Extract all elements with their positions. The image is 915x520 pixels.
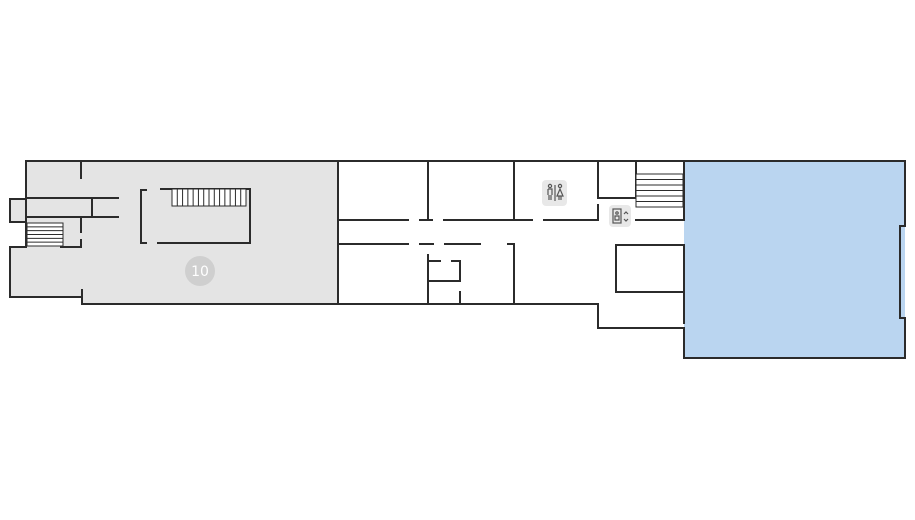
building-outline	[9, 160, 906, 359]
room-number-label: 10	[191, 264, 209, 280]
west-stairs-small	[26, 222, 64, 247]
west-stairs-horizontal	[171, 188, 247, 207]
east-hall-notch	[899, 225, 906, 319]
restroom-icon[interactable]	[542, 180, 567, 206]
east-stairs	[635, 173, 684, 208]
middle-section-walls	[337, 160, 685, 305]
west-wing-area[interactable]	[10, 161, 338, 304]
elevator-icon[interactable]	[609, 205, 631, 227]
room-east-hall[interactable]	[684, 161, 905, 358]
room-west-wing[interactable]	[10, 161, 338, 304]
room-label-west-wing[interactable]: 10	[185, 256, 215, 286]
